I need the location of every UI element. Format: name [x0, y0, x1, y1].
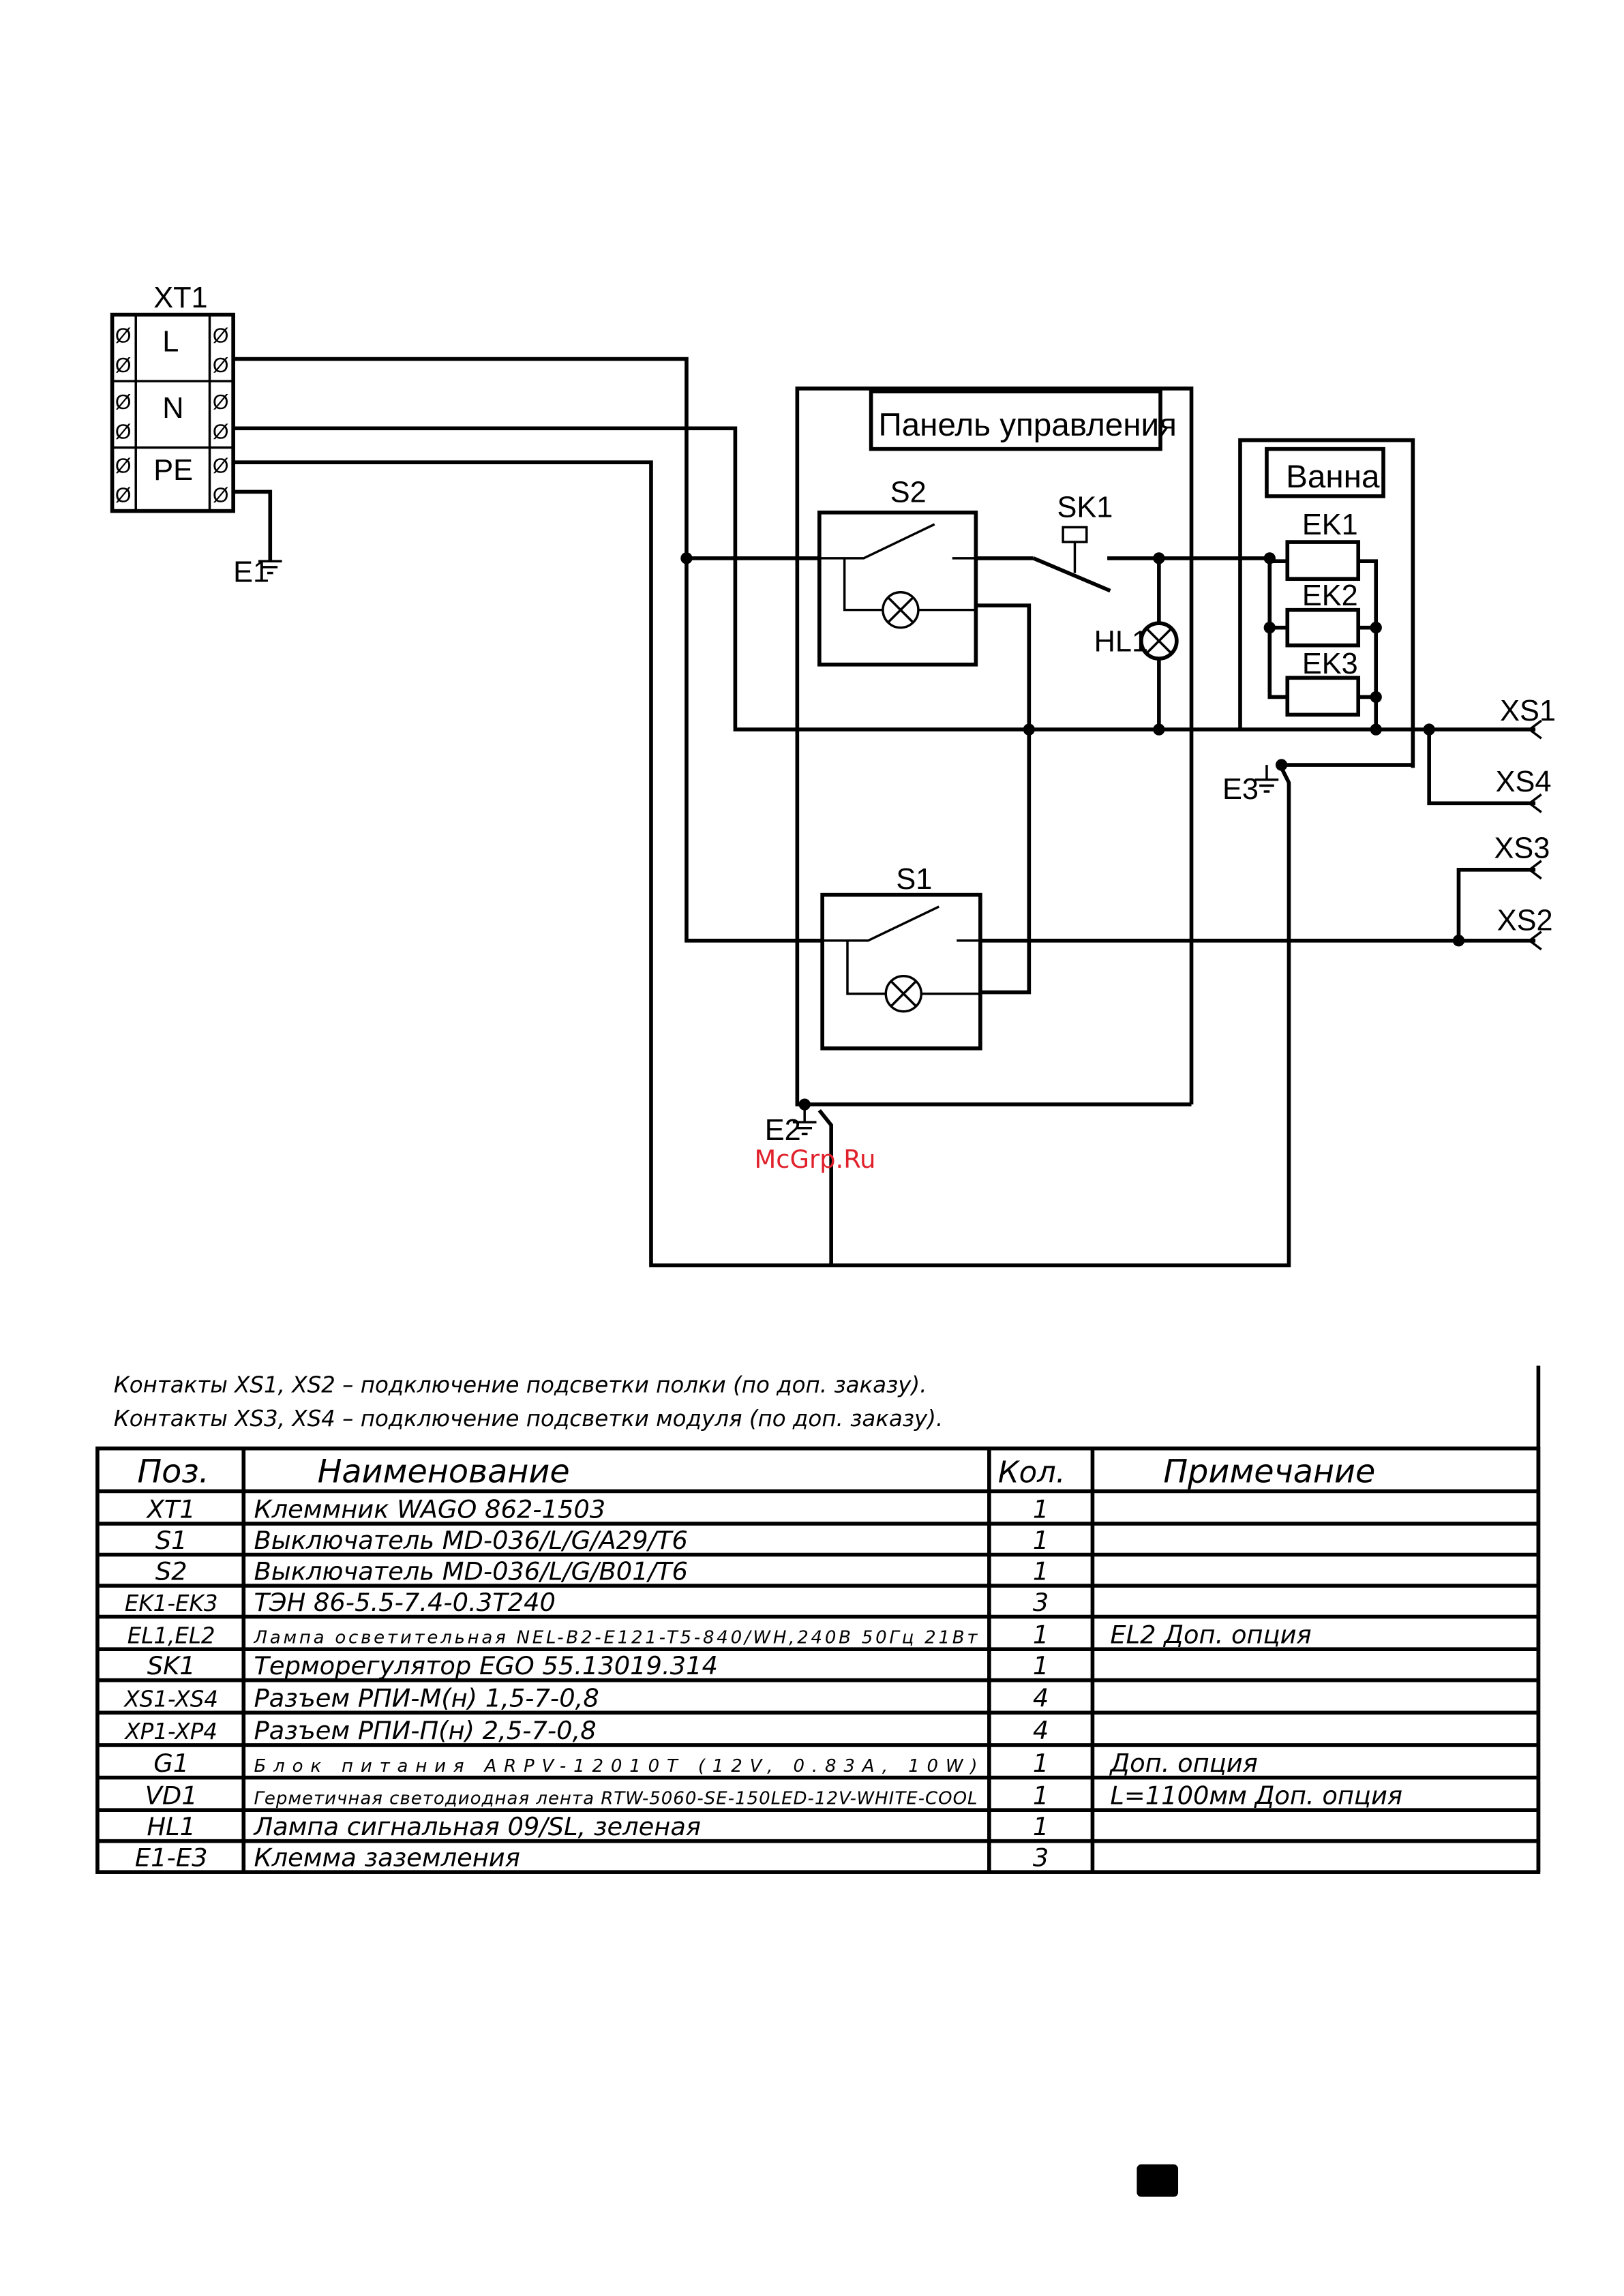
pin-icon: Ø: [213, 391, 229, 414]
table-cell-name: Разъем РПИ-П(н) 2,5-7-0,8: [254, 1716, 596, 1745]
header-qty: Кол.: [998, 1455, 1066, 1490]
page-marker: [1137, 2164, 1179, 2197]
pin-icon: Ø: [213, 455, 229, 477]
s2-label: S2: [890, 477, 927, 509]
table-cell-qty: 3: [1033, 1588, 1049, 1617]
heater-ek2: [1285, 607, 1361, 648]
lamp-icon: [882, 590, 920, 629]
heater-ek1: [1285, 540, 1361, 581]
table-cell-pos: XS1-XS4: [123, 1687, 218, 1712]
ek1-label: EK1: [1302, 509, 1358, 541]
xs2-label: XS2: [1497, 905, 1553, 937]
ek2-label: EK2: [1302, 579, 1358, 612]
table-cell-name: Клеммник WAGO 862-1503: [254, 1494, 605, 1524]
table-cell-pos: HL1: [147, 1812, 196, 1841]
table-cell-qty: 1: [1033, 1526, 1049, 1555]
lamp-icon: [884, 974, 922, 1013]
table-cell-pos: E1-E3: [135, 1843, 208, 1872]
table-cell-qty: 1: [1033, 1812, 1049, 1841]
pin-icon: Ø: [213, 485, 229, 507]
pin-icon: Ø: [213, 325, 229, 348]
bath-block: Ванна EK1 EK2 EK3: [1238, 438, 1415, 768]
table-cell-pos: G1: [153, 1749, 189, 1778]
table-cell-qty: 1: [1033, 1620, 1049, 1650]
sk1-label: SK1: [1057, 491, 1113, 524]
s1-label: S1: [896, 863, 932, 896]
note-2: Контакты XS3, XS4 – подключение подсветк…: [114, 1406, 943, 1432]
switch-s2: S2: [817, 477, 978, 667]
table-cell-pos: VD1: [145, 1781, 198, 1811]
ground-icon: E2: [765, 1104, 817, 1147]
header-pos: Поз.: [137, 1453, 209, 1490]
pin-icon: Ø: [115, 325, 132, 348]
thermostat-sk1: SK1: [1057, 491, 1113, 543]
terminal-pe-label: PE: [153, 454, 193, 487]
table-cell-qty: 3: [1033, 1843, 1049, 1872]
table-cell-note: Доп. опция: [1109, 1749, 1257, 1778]
table-cell-name: Выключатель MD-036/L/G/A29/T6: [254, 1526, 687, 1555]
ground-icon: E3: [1222, 765, 1279, 806]
table-cell-pos: XP1-XP4: [123, 1719, 217, 1744]
panel-title: Панель управления: [878, 407, 1177, 443]
pin-icon: Ø: [115, 455, 132, 477]
control-panel: Панель управления: [795, 387, 1194, 1106]
table-cell-name: Разъем РПИ-М(н) 1,5-7-0,8: [254, 1684, 599, 1713]
header-note: Примечание: [1163, 1453, 1375, 1490]
table-cell-qty: 1: [1033, 1749, 1049, 1778]
xs1-label: XS1: [1500, 695, 1556, 727]
table-cell-note: L=1100мм Доп. опция: [1110, 1781, 1402, 1811]
table-cell-pos: SK1: [147, 1651, 196, 1680]
hl1-label: HL1: [1094, 625, 1148, 658]
table-cell-name: Клемма заземления: [254, 1843, 520, 1872]
xs3-label: XS3: [1494, 832, 1550, 864]
table-cell-pos: EK1-EK3: [125, 1590, 218, 1616]
e1-label: E1: [233, 556, 269, 589]
table-cell-qty: 1: [1033, 1651, 1049, 1680]
table-cell-qty: 4: [1033, 1684, 1049, 1713]
table-cell-pos: XT1: [146, 1494, 196, 1524]
terminal-block-xt1: XT1 L N PE Ø Ø Ø Ø Ø Ø Ø Ø Ø Ø Ø Ø: [110, 282, 235, 513]
pin-icon: Ø: [115, 421, 132, 443]
xt1-label: XT1: [153, 282, 207, 314]
table-cell-pos: S2: [155, 1556, 187, 1586]
table-cell-pos: EL1,EL2: [127, 1623, 215, 1649]
table-cell-qty: 1: [1033, 1556, 1049, 1586]
signal-lamp-hl1: HL1: [1094, 621, 1179, 661]
switch-s1: S1: [820, 863, 982, 1051]
heater-ek3: [1285, 676, 1361, 717]
connectors: XS1 XS4 XS3 XS2: [1494, 695, 1556, 951]
table-cell-name: Лампа осветительная NEL-B2-E121-T5-840/W…: [253, 1628, 978, 1648]
table-cell-name: Герметичная светодиодная лента RTW-5060-…: [254, 1789, 977, 1809]
watermark: McGrp.Ru: [755, 1145, 876, 1174]
pin-icon: Ø: [213, 354, 229, 377]
table-cell-name: Лампа сигнальная 09/SL, зеленая: [252, 1812, 701, 1841]
table-cell-name: Выключатель MD-036/L/G/B01/T6: [254, 1556, 687, 1586]
ground-icon: E1: [233, 556, 282, 589]
table-cell-name: ТЭН 86-5.5-7.4-0.3T240: [254, 1588, 555, 1617]
table-cell-qty: 1: [1033, 1781, 1049, 1811]
table-cell-name: Блок питания ARPV-12010T (12V, 0.83A, 10…: [254, 1756, 977, 1777]
pin-icon: Ø: [115, 391, 132, 414]
terminal-l-label: L: [162, 326, 179, 359]
table-cell-qty: 1: [1033, 1494, 1049, 1524]
terminal-n-label: N: [162, 392, 183, 425]
table-cell-name: Терморегулятор EGO 55.13019.314: [254, 1651, 717, 1680]
pin-icon: Ø: [115, 485, 132, 507]
table-cell-qty: 4: [1033, 1716, 1049, 1745]
header-name: Наименование: [318, 1453, 570, 1490]
pin-icon: Ø: [213, 421, 229, 443]
table-cell-pos: S1: [155, 1526, 187, 1555]
ek3-label: EK3: [1302, 648, 1358, 680]
e3-label: E3: [1222, 773, 1259, 806]
e2-label: E2: [765, 1114, 801, 1147]
bath-title: Ванна: [1286, 459, 1380, 495]
table-cell-note: EL2 Доп. опция: [1110, 1620, 1311, 1650]
wires: [233, 357, 1536, 1267]
pin-icon: Ø: [115, 354, 132, 377]
note-1: Контакты XS1, XS2 – подключение подсветк…: [114, 1372, 927, 1398]
xs4-label: XS4: [1496, 766, 1552, 798]
